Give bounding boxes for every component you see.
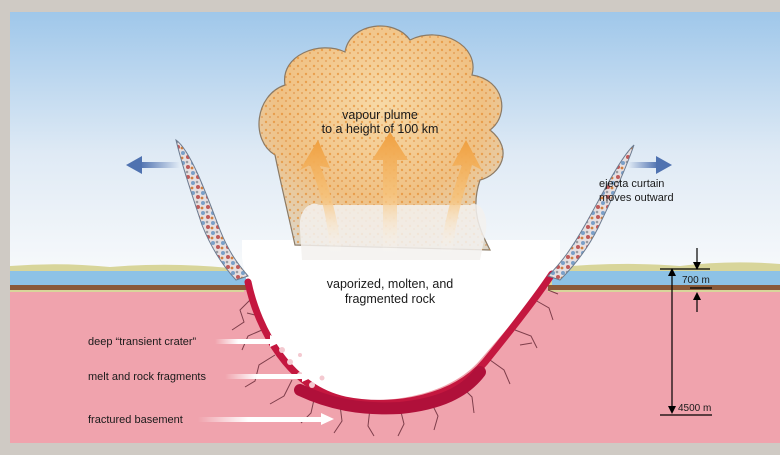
label-vaporized-line2: fragmented rock	[345, 292, 436, 306]
label-vapour-plume-line1: vapour plume	[342, 108, 418, 122]
label-fractured-basement: fractured basement	[88, 414, 183, 426]
label-depth-700: 700 m	[682, 275, 710, 286]
label-depth-4500: 4500 m	[678, 403, 711, 414]
label-vaporized-line1: vaporized, molten, and	[327, 277, 454, 291]
water-layer-right	[552, 271, 780, 285]
water-layer-left	[10, 271, 246, 285]
label-vapour-plume-line2: to a height of 100 km	[322, 122, 439, 136]
label-transient-crater: deep “transient crater”	[88, 336, 197, 348]
sediment-layer-right	[548, 285, 780, 290]
sediment-layer-left	[10, 285, 248, 290]
label-melt-fragments: melt and rock fragments	[88, 371, 206, 383]
label-ejecta-line1: ejecta curtain	[599, 178, 664, 190]
label-ejecta-line2: moves outward	[599, 192, 674, 204]
